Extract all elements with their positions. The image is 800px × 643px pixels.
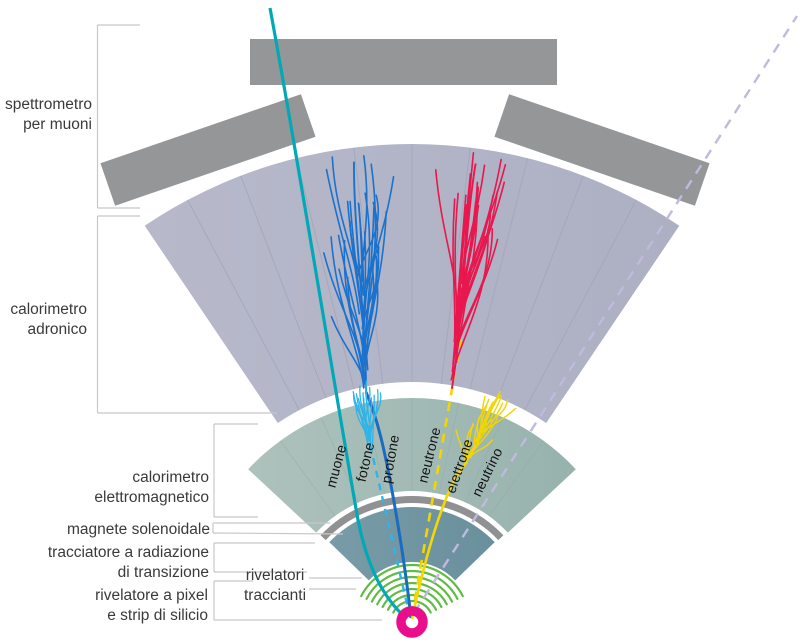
electron-track [410, 461, 468, 620]
label-pixel-strip-detector: rivelatore a pixel e strip di silicio [95, 586, 208, 626]
proton-track [364, 391, 413, 619]
photon-shower [352, 380, 382, 448]
leader-lines [96, 24, 382, 621]
solenoid-magnet-arc [320, 496, 504, 541]
label-line: elettromagnetico [94, 489, 209, 506]
label-solenoid-magnet: magnete solenoidale [67, 520, 210, 540]
label-line: magnete solenoidale [66, 521, 210, 538]
label-line: calorimetro [10, 301, 87, 318]
hadronic-calorimeter-sector [144, 143, 680, 424]
label-line: spettrometro [4, 96, 92, 113]
photon-track [367, 439, 412, 618]
label-tracking-detectors: rivelatori traccianti [238, 566, 312, 606]
electron-shower [455, 390, 517, 463]
label-hadronic-calorimeter: calorimetro adronico [10, 300, 87, 340]
label-line: adronico [27, 321, 87, 338]
proton-shower [323, 154, 395, 393]
muon-spectrometer-chambers [100, 39, 710, 206]
label-line: rivelatori [245, 567, 305, 584]
muon-track [268, 7, 409, 621]
label-line: di transizione [117, 564, 209, 581]
label-line: rivelatore a pixel [95, 587, 208, 604]
neutron-shower [434, 151, 507, 389]
label-transition-tracker: tracciatore a radiazione di transizione [48, 543, 209, 583]
label-muon-spectrometer: spettrometro per muoni [5, 95, 92, 135]
label-line: per muoni [23, 116, 92, 133]
label-line: tracciatore a radiazione [47, 544, 209, 561]
label-line: traccianti [243, 587, 307, 604]
beam-pipe-ring [396, 606, 428, 638]
label-line: calorimetro [132, 469, 209, 486]
label-em-calorimeter: calorimetro elettromagnetico [94, 468, 209, 508]
label-line: e strip di silicio [107, 607, 208, 624]
